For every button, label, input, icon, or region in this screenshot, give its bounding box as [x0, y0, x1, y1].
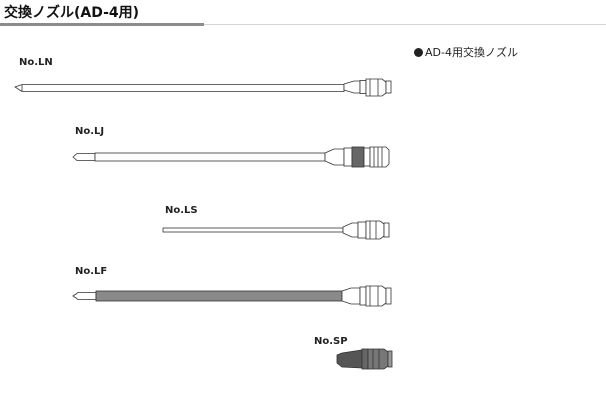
nozzle-ln-thread — [385, 80, 392, 94]
nozzle-lj-hex — [369, 146, 390, 168]
nozzle-sp-hex — [367, 348, 389, 370]
nozzle-ls-hex — [365, 220, 385, 240]
nozzle-sp-body — [336, 349, 363, 369]
nozzle-label-lf: No.LF — [75, 266, 108, 277]
nozzle-ln-neck — [359, 80, 367, 94]
nozzle-ln-shaft — [14, 84, 345, 92]
nozzle-lj-collar — [324, 148, 345, 166]
nozzle-ls-drawing — [162, 220, 390, 240]
nozzle-ln-collar — [343, 80, 361, 94]
nozzle-lj-drawing — [72, 146, 390, 168]
nozzle-lj-ring — [363, 147, 371, 167]
nozzle-lf-neck — [359, 286, 367, 306]
nozzle-lf-thread — [385, 287, 392, 305]
nozzle-lj-shaft — [94, 152, 326, 162]
nozzle-lf-hex — [365, 285, 387, 307]
nozzle-label-ln: No.LN — [19, 57, 53, 68]
nozzle-lf-collar — [341, 287, 361, 305]
side-note: AD-4用交換ノズル — [414, 44, 518, 60]
nozzle-ls-thread — [383, 222, 390, 238]
side-note-text: AD-4用交換ノズル — [425, 46, 518, 59]
nozzle-label-sp: No.SP — [314, 336, 348, 347]
nozzle-sp-thread — [387, 350, 393, 368]
nozzle-ln-hex — [365, 78, 387, 97]
nozzle-lf-tip — [72, 292, 97, 300]
nozzle-ls-collar — [342, 222, 359, 238]
nozzle-sp-drawing — [336, 348, 393, 370]
nozzle-lf-shaft — [95, 290, 343, 302]
nozzle-label-ls: No.LS — [165, 205, 198, 216]
nozzle-label-lj: No.LJ — [75, 126, 105, 137]
nozzle-ln-drawing — [14, 78, 392, 97]
nozzle-lf-drawing — [72, 285, 392, 307]
bullet-icon — [414, 47, 423, 57]
title-divider — [0, 24, 606, 25]
nozzle-lj-tip — [72, 153, 96, 161]
nozzle-lj-neck — [343, 147, 353, 167]
nozzle-ls-shaft — [162, 227, 344, 233]
nozzle-sp-neck — [361, 348, 369, 370]
nozzle-ls-neck — [357, 221, 367, 239]
title-divider-accent — [0, 23, 204, 26]
nozzle-lj-grip — [351, 146, 365, 168]
page-title: 交換ノズル(AD-4用) — [4, 5, 140, 21]
